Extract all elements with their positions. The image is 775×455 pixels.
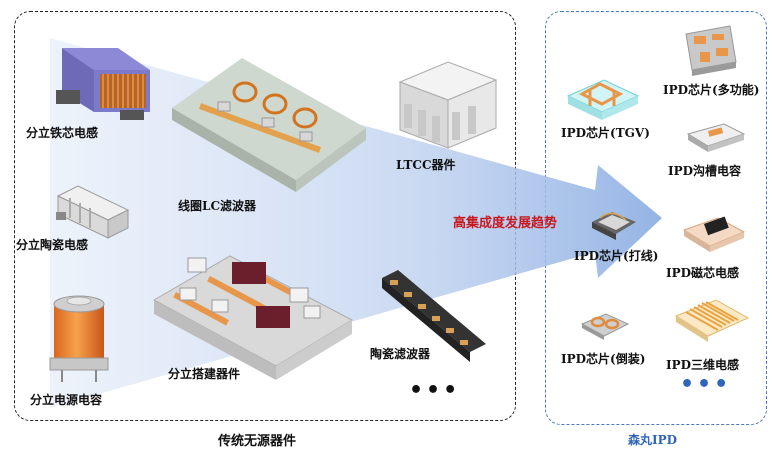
traditional-title: 传统无源器件 — [218, 434, 297, 449]
power-capacitor-image — [49, 295, 109, 382]
ipd-flipchip-image — [580, 313, 630, 340]
label-ipd-flipchip: IPD芯片(倒装) — [561, 352, 646, 366]
trend-label: 高集成度发展趋势 — [453, 216, 558, 231]
label-ltcc-device: LTCC器件 — [396, 158, 456, 172]
label-ipd-wirebond: IPD芯片(打线) — [574, 249, 659, 263]
ipd-multifunction-image — [685, 25, 737, 76]
label-ipd-magnetic-inductor: IPD磁芯电感 — [666, 266, 740, 280]
label-ipd-multifunction: IPD芯片(多功能) — [663, 83, 760, 97]
label-power-capacitor: 分立电源电容 — [30, 393, 103, 407]
ipd-trench-capacitor-image — [686, 123, 746, 152]
ipd-wirebond-image — [592, 212, 636, 240]
discrete-assembly-image — [152, 255, 354, 380]
ceramic-filter-image — [382, 270, 486, 362]
iron-core-inductor-image — [56, 48, 150, 120]
ltcc-device-image — [398, 61, 498, 149]
ipd-tgv-image — [566, 79, 640, 120]
ipd-title: 森丸IPD — [628, 433, 678, 447]
label-ipd-3d-inductor: IPD三维电感 — [666, 358, 740, 372]
label-iron-core-inductor: 分立铁芯电感 — [26, 126, 99, 140]
ceramic-inductor-image — [56, 185, 130, 239]
label-ipd-trench-capacitor: IPD沟槽电容 — [668, 164, 742, 178]
label-coil-lc-filter: 线圈LC滤波器 — [178, 199, 256, 213]
label-discrete-assembly: 分立搭建器件 — [168, 367, 241, 381]
traditional-more-ellipsis: ••• — [409, 378, 461, 403]
label-ceramic-filter: 陶瓷滤波器 — [370, 347, 431, 361]
ipd-magnetic-inductor-image — [682, 216, 746, 252]
label-ceramic-inductor: 分立陶瓷电感 — [16, 238, 89, 252]
ipd-3d-inductor-image — [674, 299, 750, 342]
coil-lc-filter-image — [172, 58, 366, 192]
label-ipd-tgv: IPD芯片(TGV) — [561, 126, 650, 140]
ipd-more-ellipsis: ••• — [680, 372, 732, 397]
